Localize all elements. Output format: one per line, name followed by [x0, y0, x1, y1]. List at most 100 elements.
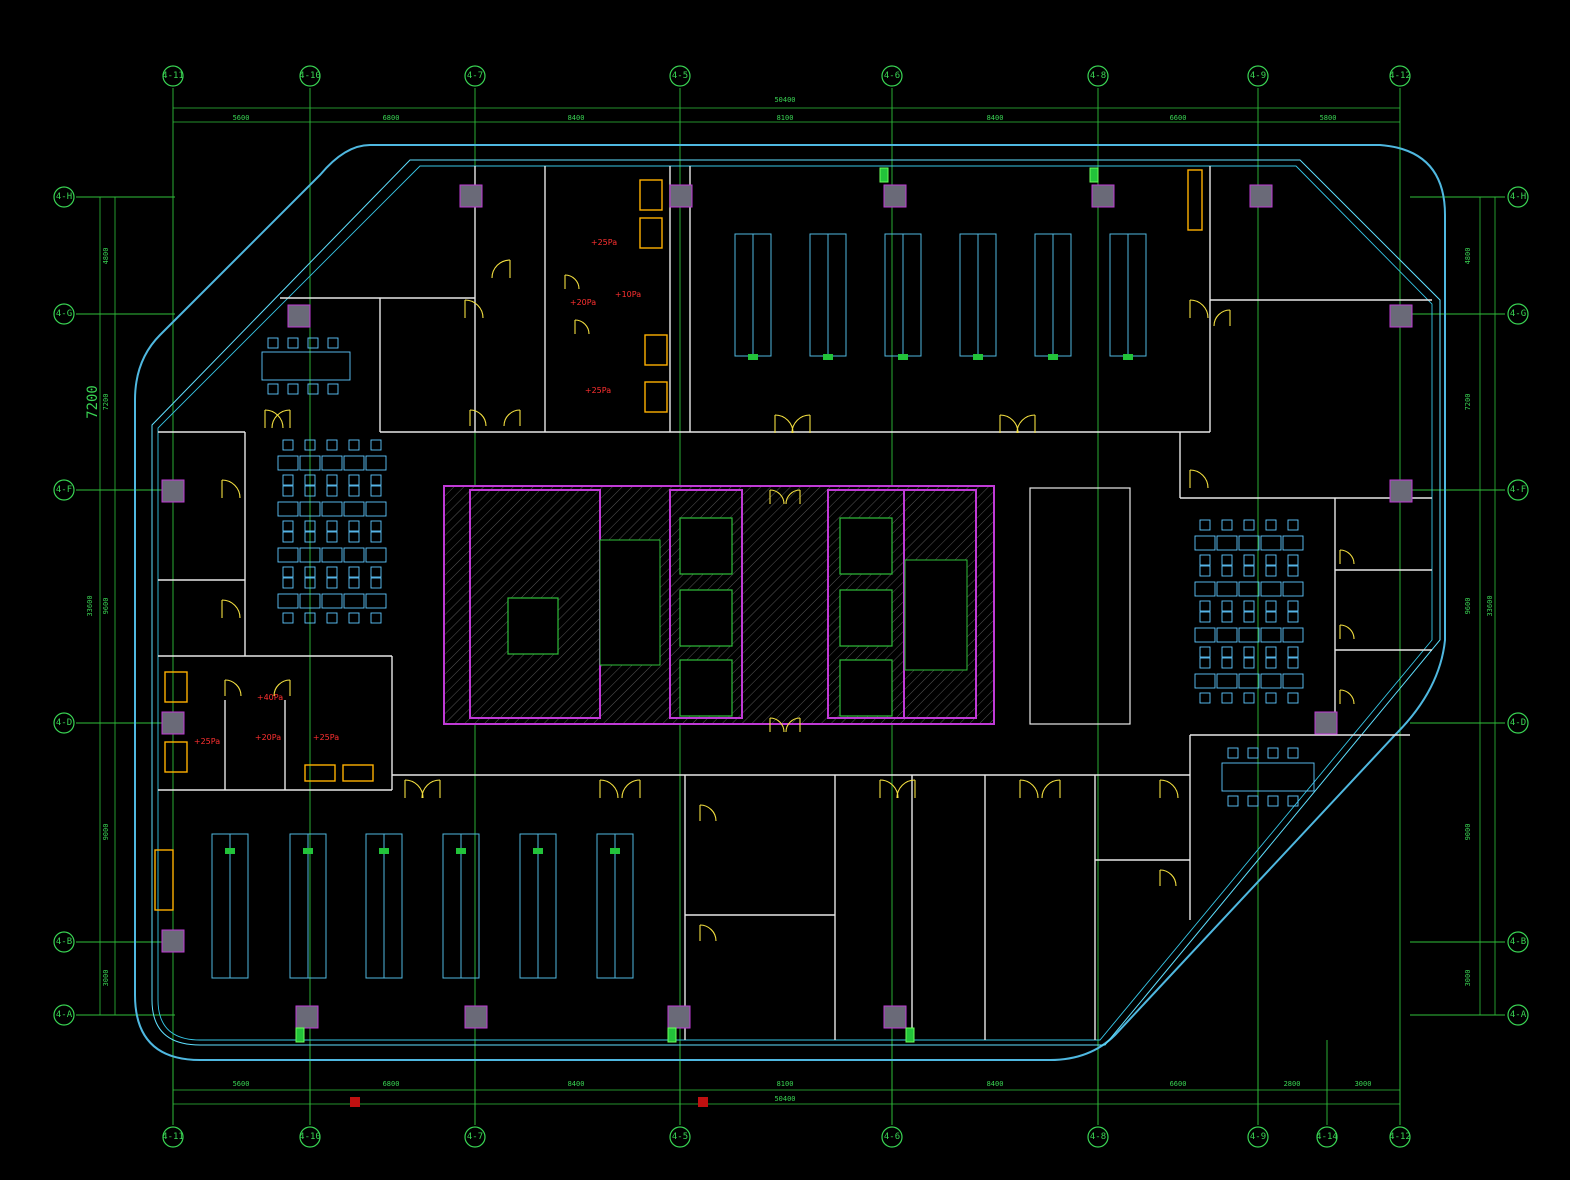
chair [326, 520, 338, 532]
dim-left-big: 7200 [85, 385, 101, 419]
door-swing [1159, 779, 1179, 799]
column-marker [295, 1027, 305, 1043]
chair [370, 612, 382, 624]
axis-bubble-top: 4-8 [1087, 65, 1109, 87]
axis-bubble-left: 4-D [53, 712, 75, 734]
dim-left-3: 9600 [102, 598, 110, 615]
chair [348, 520, 360, 532]
door-swing [224, 679, 242, 697]
column [161, 711, 185, 735]
chair [1199, 554, 1211, 566]
door-swing [879, 779, 899, 799]
chair [1265, 692, 1277, 704]
dim-bottom-2: 6800 [383, 1080, 400, 1088]
svg-text:4-G: 4-G [56, 309, 72, 319]
svg-text:4-10: 4-10 [299, 71, 321, 81]
desk [277, 455, 299, 471]
column [883, 1005, 907, 1029]
chair [1287, 611, 1299, 623]
chair [1287, 565, 1299, 577]
door-swing [1189, 299, 1209, 319]
chair [1199, 692, 1211, 704]
dim-top-4: 8100 [777, 114, 794, 122]
axis-bubble-top: 4-7 [464, 65, 486, 87]
building-envelope [134, 144, 1446, 1061]
chair [1221, 519, 1233, 531]
desk [321, 547, 343, 563]
lab-bench [596, 833, 634, 979]
axis-bubble-left: 4-F [53, 479, 75, 501]
svg-text:4-A: 4-A [56, 1010, 73, 1020]
door-swing [1339, 624, 1355, 640]
lab-bench [365, 833, 403, 979]
chair [370, 577, 382, 589]
chair [1199, 611, 1211, 623]
door-swing [1339, 689, 1355, 705]
chair [1265, 519, 1277, 531]
dim-left-total: 33600 [86, 595, 94, 616]
chair [370, 531, 382, 543]
door-swings [221, 259, 1355, 942]
column [295, 1005, 319, 1029]
dim-bottom-4: 8100 [777, 1080, 794, 1088]
pressure-label-1: +25Pa [591, 238, 617, 247]
chair [1243, 519, 1255, 531]
dim-bottom-5: 8400 [987, 1080, 1004, 1088]
svg-text:4-11: 4-11 [162, 71, 184, 81]
svg-text:4-D: 4-D [1510, 718, 1526, 728]
desk [277, 501, 299, 517]
chair [304, 485, 316, 497]
door-swing [469, 409, 487, 427]
chair [370, 439, 382, 451]
chair [1265, 646, 1277, 658]
axis-bubble-left: 4-G [53, 303, 75, 325]
door-swing [785, 489, 801, 505]
desk [1238, 627, 1260, 643]
column [161, 479, 185, 503]
chair [348, 485, 360, 497]
dim-right-5: 3000 [1464, 970, 1472, 987]
door-swing [1016, 414, 1036, 434]
meeting-table-right [1221, 747, 1315, 807]
chair [282, 520, 294, 532]
axis-bubble-top: 4-5 [669, 65, 691, 87]
svg-text:4-H: 4-H [56, 192, 72, 202]
svg-text:4-F: 4-F [1510, 485, 1526, 495]
chair [348, 474, 360, 486]
dim-left-4: 9000 [102, 824, 110, 841]
dim-top-2: 6800 [383, 114, 400, 122]
lab-bench [959, 233, 997, 360]
svg-text:4-G: 4-G [1510, 309, 1526, 319]
door-swing [769, 489, 785, 505]
chair [1287, 646, 1299, 658]
desk [1194, 581, 1216, 597]
dim-bottom-7: 2800 [1284, 1080, 1301, 1088]
chair [1221, 657, 1233, 669]
door-swing [1213, 309, 1231, 327]
chair [1287, 692, 1299, 704]
axis-bubble-left: 4-H [53, 186, 75, 208]
desk [1216, 581, 1238, 597]
dim-bottom-8: 3000 [1355, 1080, 1372, 1088]
column [1314, 711, 1338, 735]
interior-walls [158, 166, 1432, 1040]
axis-bubble-top: 4-11 [162, 65, 184, 87]
door-swing [271, 409, 291, 429]
axis-bubble-top: 4-10 [299, 65, 321, 87]
pressure-label-3: +20Pa [570, 298, 596, 307]
svg-text:4-14: 4-14 [1316, 1132, 1338, 1142]
desk [321, 455, 343, 471]
axis-bubble-right: 4-A [1507, 1004, 1529, 1026]
dim-right-1: 4800 [1464, 248, 1472, 265]
chair [1221, 646, 1233, 658]
svg-text:4-5: 4-5 [672, 71, 688, 81]
chair [370, 485, 382, 497]
chair [1243, 565, 1255, 577]
column [883, 184, 907, 208]
door-swing [421, 779, 441, 799]
desk [1260, 627, 1282, 643]
pressure-label-8: +25Pa [313, 733, 339, 742]
svg-text:4-12: 4-12 [1389, 1132, 1411, 1142]
chair [304, 474, 316, 486]
chair [370, 566, 382, 578]
